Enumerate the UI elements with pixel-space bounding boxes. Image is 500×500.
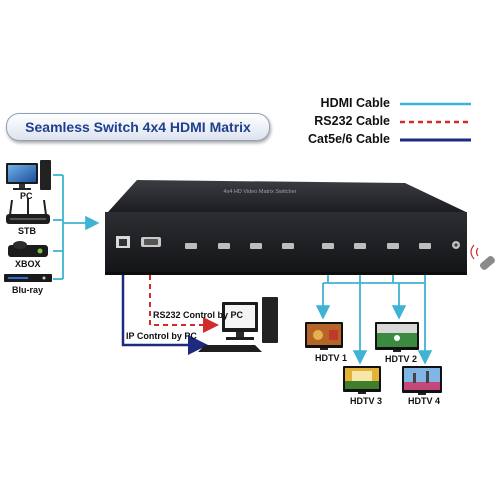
source-label-stb: STB — [18, 226, 36, 236]
legend-lines — [400, 102, 471, 142]
source-label-blu-ray: Blu-ray — [12, 285, 44, 295]
hdtv-3 — [343, 366, 381, 394]
source-label-xbox: XBOX — [15, 259, 41, 269]
legend-hdmi-label: HDMI Cable — [320, 96, 390, 110]
hdtv-1 — [305, 322, 343, 350]
rs232-cable — [149, 275, 219, 333]
console-icon — [8, 241, 48, 257]
hdtv-label-2: HDTV 2 — [385, 354, 418, 364]
blu-ray-icon — [4, 274, 52, 282]
hdtv-icon — [375, 322, 419, 352]
source-xbox — [8, 241, 48, 257]
hdtv-label-1: HDTV 1 — [315, 353, 348, 363]
desktop-pc-icon — [198, 297, 278, 352]
diagram-title: Seamless Switch 4x4 HDMI Matrix — [6, 113, 270, 141]
source-blu-ray — [4, 274, 52, 282]
cat5e-cable — [121, 275, 208, 355]
hdtv-label-3: HDTV 3 — [350, 396, 383, 406]
control-pc — [198, 297, 278, 352]
legend-rs232-label: RS232 Cable — [314, 114, 390, 128]
ip-control-label: IP Control by PC — [126, 331, 197, 341]
monitor-icon — [6, 160, 51, 190]
source-cables — [53, 174, 100, 280]
output-cables — [315, 275, 433, 365]
hdmi-matrix-device: 4x4 HD Video Matrix Switcher — [105, 180, 467, 275]
hdtv-2 — [375, 322, 419, 352]
hdtv-4 — [402, 366, 442, 395]
source-label-pc: PC — [20, 191, 33, 201]
router-icon — [6, 198, 50, 224]
legend-cat-label: Cat5e/6 Cable — [308, 132, 390, 146]
hdtv-icon — [305, 322, 343, 350]
remote-icon — [479, 255, 495, 270]
hdtv-icon — [343, 366, 381, 394]
legend: HDMI Cable RS232 Cable Cat5e/6 Cable — [250, 92, 495, 152]
svg-text:4x4 HD Video Matrix Switcher: 4x4 HD Video Matrix Switcher — [224, 189, 297, 195]
hdtv-label-4: HDTV 4 — [408, 396, 441, 406]
source-stb — [6, 198, 50, 224]
remote-signal — [470, 244, 479, 260]
hdmi-input-ports — [185, 243, 294, 249]
hdtv-icon — [402, 366, 442, 395]
hdmi-output-ports — [322, 243, 431, 249]
source-pc — [6, 160, 51, 190]
rs232-control-label: RS232 Control by PC — [153, 310, 244, 320]
